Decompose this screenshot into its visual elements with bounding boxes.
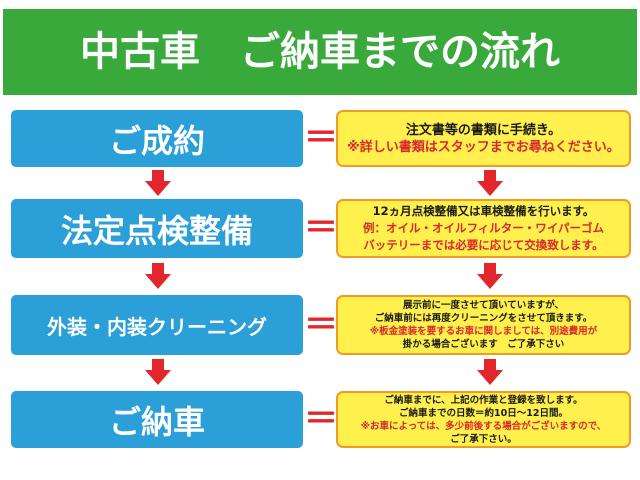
note-contract: 注文書等の書類に手続き。 ※詳しい書類はスタッフまでお尋ねください。 [336, 110, 631, 167]
note-line: ご了承下さい。 [450, 433, 517, 445]
equals-sign: ＝ [304, 305, 338, 345]
equals-sign: ＝ [304, 208, 338, 248]
note-line: ご納車までに、上記の作業と登録を致します。 [384, 394, 583, 406]
down-arrow-icon [477, 170, 503, 196]
step-cleaning: 外装・内装クリーニング [11, 295, 303, 355]
down-arrow-icon [477, 263, 503, 289]
down-arrow-icon [145, 359, 171, 385]
note-line: 例：オイル・オイルフィルター・ワイパーゴム [362, 221, 605, 235]
equals-sign: ＝ [304, 399, 338, 439]
note-line: 注文書等の書類に手続き。 [405, 122, 562, 138]
step-inspection: 法定点検整備 [11, 199, 303, 258]
note-delivery: ご納車までに、上記の作業と登録を致します。 ご納車までの日数＝約10日～12日間… [336, 391, 631, 448]
down-arrow-icon [145, 170, 171, 196]
page-title: 中古車 ご納車までの流れ [80, 29, 560, 75]
note-cleaning: 展示前に一度させて頂いていますが、 ご納車前には再度クリーニングをさせて頂きます… [336, 295, 631, 355]
equals-sign: ＝ [304, 118, 338, 158]
note-line: 12ヵ月点検整備又は車検整備を行います。 [372, 204, 595, 218]
note-line: ご納車前には再度クリーニングをさせて頂きます。 [374, 313, 593, 324]
note-line: 展示前に一度させて頂いていますが、 [402, 300, 565, 311]
step-contract: ご成約 [11, 110, 303, 167]
down-arrow-icon [477, 359, 503, 385]
header-banner: 中古車 ご納車までの流れ [3, 9, 637, 95]
note-line: ご納車までの日数＝約10日～12日間。 [399, 407, 568, 419]
note-line: 掛かる場合ございます ご了承下さい [402, 339, 565, 350]
note-inspection: 12ヵ月点検整備又は車検整備を行います。 例：オイル・オイルフィルター・ワイパー… [336, 199, 631, 258]
note-line: バッテリーまでは必要に応じて交換致します。 [363, 238, 604, 252]
note-line: ※板金塗装を要するお車に関しましては、別途費用が [369, 326, 598, 337]
note-line: ※お車によっては、多少前後する場合がございますので、 [360, 420, 607, 432]
step-delivery: ご納車 [11, 391, 303, 448]
down-arrow-icon [145, 263, 171, 289]
note-line: ※詳しい書類はスタッフまでお尋ねください。 [347, 139, 620, 155]
